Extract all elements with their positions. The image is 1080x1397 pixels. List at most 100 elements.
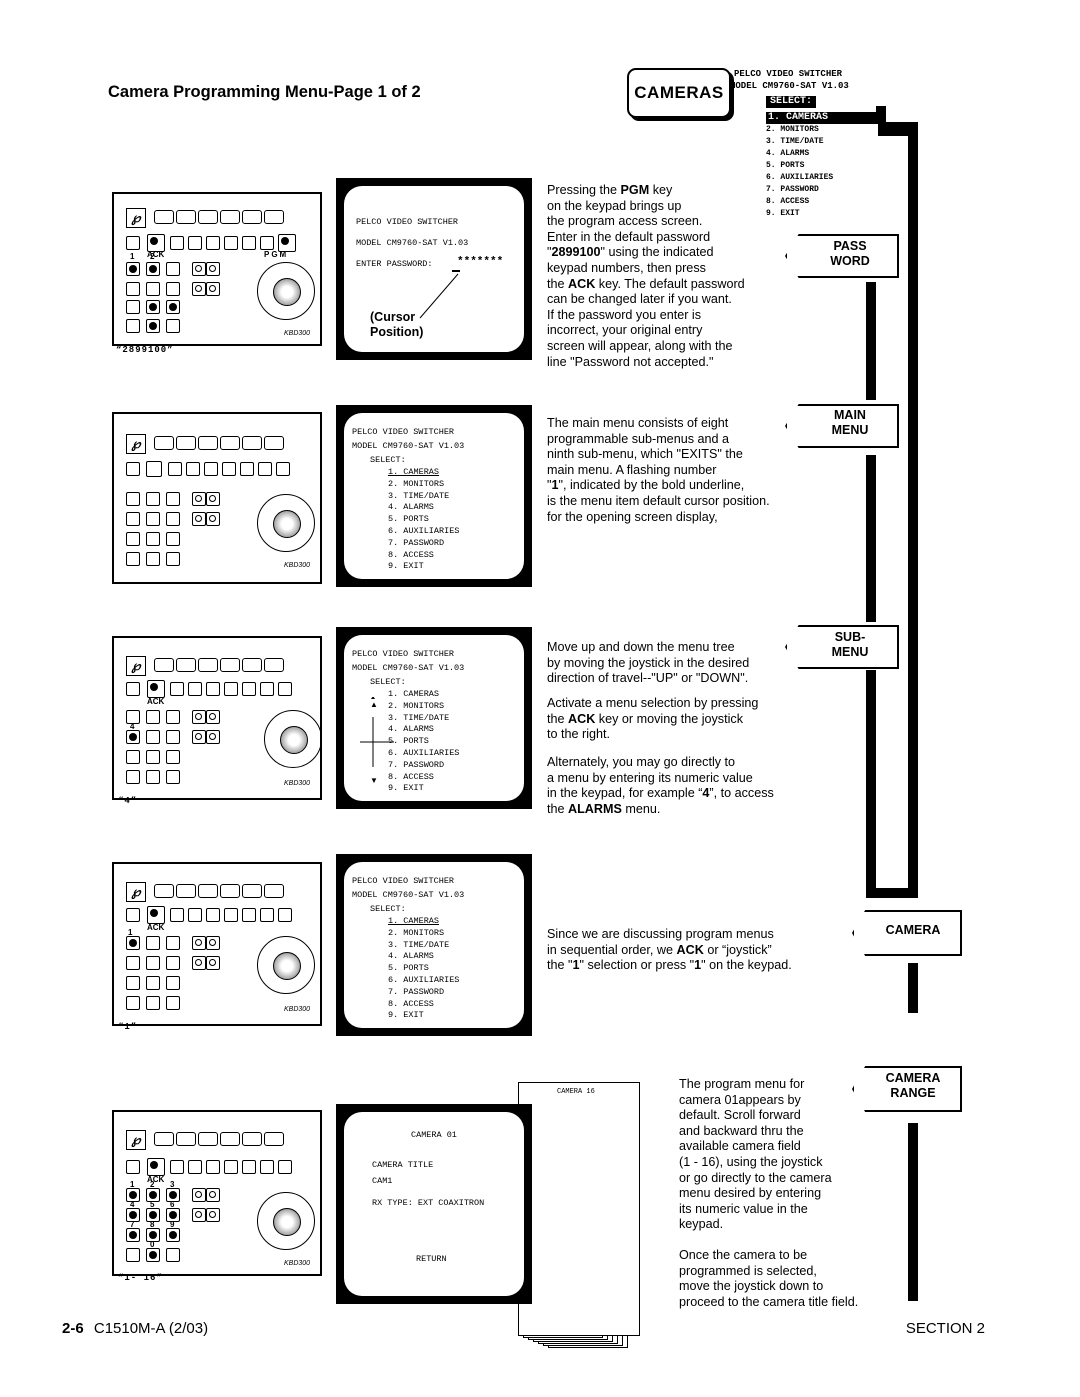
description-line: Activate a menu selection by pressing	[547, 696, 759, 710]
menu-item: 2. MONITORS	[388, 927, 445, 938]
description-line: Once the camera to be	[679, 1248, 808, 1262]
password-arrow	[785, 234, 899, 278]
arrow-line: SUB-	[834, 630, 866, 644]
screen-line: MODEL CM9760-SAT V1.03	[730, 81, 849, 91]
menu-item: 6. AUXILIARIES	[766, 173, 834, 182]
menu-item: 1. CAMERAS	[388, 467, 440, 477]
description-line: direction of travel--"UP" or "DOWN".	[547, 671, 749, 686]
arrow-line: PASS	[833, 239, 867, 253]
menu-item: 6. AUXILIARIES	[388, 974, 460, 985]
screen-line: PELCO VIDEO SWITCHER	[352, 427, 455, 437]
description-line: on the keypad brings up	[547, 198, 682, 213]
ack-label: ACK	[147, 697, 165, 706]
description-line: the ACK key. The default password	[547, 276, 745, 291]
kbd-brand: KBD300	[284, 330, 311, 337]
arrow-line: CAMERA	[885, 1071, 941, 1085]
top-menu-screen: PELCO VIDEO SWITCHER MODEL CM9760-SAT V1…	[730, 68, 878, 238]
menu-item: 5. PORTS	[388, 514, 429, 525]
pelco-logo: ℘	[126, 208, 146, 228]
camera-range-arrow-label: CAMERA RANGE	[868, 1071, 958, 1101]
description-line: move the joystick down to	[679, 1279, 824, 1294]
keyboard-panel: ℘ ACK 1 2 3 4 5 6 7 8 9 0 KBD300	[112, 1110, 322, 1276]
menu-item: 3. TIME/DATE	[388, 939, 450, 950]
key-label: 4	[130, 722, 135, 731]
keyboard-panel: ℘ ACK 1 KBD300	[112, 862, 322, 1026]
screen-line: MODEL CM9760-SAT V1.03	[352, 663, 465, 673]
screen-line: MODEL CM9760-SAT V1.03	[356, 238, 469, 248]
menu-item: 4. ALARMS	[388, 724, 434, 735]
keyboard-panel: ℘ ACK PGM 1 2 KBD300	[112, 192, 322, 346]
screen-line: PELCO VIDEO SWITCHER	[356, 217, 459, 227]
screen-line: MODEL CM9760-SAT V1.03	[352, 441, 465, 451]
description-line: main menu. A flashing number	[547, 462, 717, 477]
svg-text:▲: ▲	[370, 700, 378, 709]
sub-menu-arrow-label: SUB- MENU	[805, 630, 895, 660]
password-mask: *******	[457, 256, 504, 268]
menu-item: 3. TIME/DATE	[766, 137, 824, 146]
description-line: keypad numbers, then press	[547, 260, 706, 275]
description-line: the program access screen.	[547, 214, 703, 229]
camera-title-label: CAMERA TITLE	[372, 1160, 434, 1170]
menu-item: 1. CAMERAS	[388, 689, 440, 699]
arrow-line: MENU	[831, 423, 869, 437]
rx-type: RX TYPE: EXT COAXITRON	[372, 1198, 485, 1208]
flow-bar	[866, 282, 876, 400]
description-line: can be changed later if you want.	[547, 292, 732, 307]
description-line: line "Password not accepted."	[547, 354, 714, 369]
main-menu-arrow	[785, 404, 899, 448]
pelco-logo: ℘	[126, 1130, 146, 1150]
menu-item: 7. PASSWORD	[388, 537, 445, 548]
description-line: its numeric value in the	[679, 1201, 808, 1216]
description-line: the "1" selection or press "1" on the ke…	[547, 958, 792, 973]
description-line: available camera field	[679, 1139, 801, 1154]
menu-frame-top	[876, 106, 886, 124]
pelco-logo: ℘	[126, 882, 146, 902]
description-line: to the right.	[547, 727, 611, 742]
key-label: 6	[170, 1200, 175, 1209]
description-line: Alternately, you may go directly to	[547, 755, 736, 769]
description-line: a menu by entering its numeric value	[547, 770, 753, 785]
flow-bar	[866, 455, 876, 622]
description-line: camera 01appears by	[679, 1092, 801, 1107]
description-line: default. Scroll forward	[679, 1108, 801, 1123]
page-number: 2-6	[62, 1320, 84, 1337]
menu-item: 2. MONITORS	[766, 125, 819, 134]
description-line: by moving the joystick in the desired	[547, 655, 750, 670]
password-monitor: PELCO VIDEO SWITCHER MODEL CM9760-SAT V1…	[336, 178, 532, 360]
menu-item: 9. EXIT	[766, 209, 800, 218]
stack-camera-label: CAMERA 16	[557, 1088, 595, 1096]
description-line: "1", indicated by the bold underline,	[547, 478, 745, 493]
keypad-caption: “1- 16”	[118, 1273, 163, 1283]
menu-list: 1. CAMERAS 2. MONITORS 3. TIME/DATE 4. A…	[388, 689, 459, 795]
sub-menu-monitor: PELCO VIDEO SWITCHER MODEL CM9760-SAT V1…	[336, 627, 532, 809]
menu-item: 3. TIME/DATE	[388, 712, 450, 723]
menu-item: 7. PASSWORD	[388, 759, 445, 770]
sub-menu-arrow	[785, 625, 899, 669]
ack-label: ACK	[147, 923, 165, 932]
camera-arrow	[852, 910, 962, 956]
key-label: 9	[170, 1220, 175, 1229]
main-menu-monitor: PELCO VIDEO SWITCHER MODEL CM9760-SAT V1…	[336, 405, 532, 587]
arrow-line: MENU	[831, 645, 869, 659]
menu-item: 4. ALARMS	[388, 502, 434, 513]
screen-line: ENTER PASSWORD:	[356, 259, 433, 269]
menu-item: 8. ACCESS	[388, 771, 434, 782]
screen-line: SELECT:	[370, 455, 406, 465]
camera-select-monitor: PELCO VIDEO SWITCHER MODEL CM9760-SAT V1…	[336, 854, 532, 1036]
menu-item: 4. ALARMS	[766, 149, 810, 158]
description-line: menu desired by entering	[679, 1186, 822, 1201]
menu-item: 7. PASSWORD	[388, 986, 445, 997]
key-label: 8	[150, 1220, 155, 1229]
description-line: screen will appear, along with the	[547, 338, 733, 353]
flow-bar	[908, 1123, 918, 1301]
description-line: Pressing the PGM key	[547, 183, 673, 197]
menu-item: 9. EXIT	[388, 1010, 424, 1021]
main-menu-arrow-label: MAIN MENU	[805, 408, 895, 438]
key-label: 1	[130, 1180, 135, 1189]
joystick-direction-icon: ▲ ▼	[360, 697, 394, 785]
description-line: incorrect, your original entry	[547, 323, 703, 338]
